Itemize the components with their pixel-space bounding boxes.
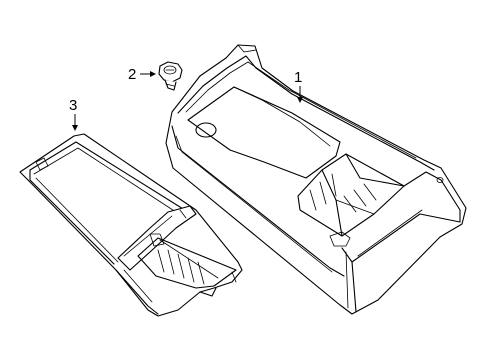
- callout-3-group: 3: [69, 97, 78, 131]
- callout-1: 1: [294, 69, 302, 86]
- callout-3: 3: [69, 97, 77, 114]
- callout-1-group: 1: [294, 69, 303, 103]
- part-2-screw-clip: [158, 61, 183, 91]
- part-3-lid-tray: [19, 133, 243, 317]
- part-1-console-tray: [165, 44, 467, 315]
- callout-2: 2: [128, 66, 136, 83]
- callout-2-group: 2: [128, 66, 156, 83]
